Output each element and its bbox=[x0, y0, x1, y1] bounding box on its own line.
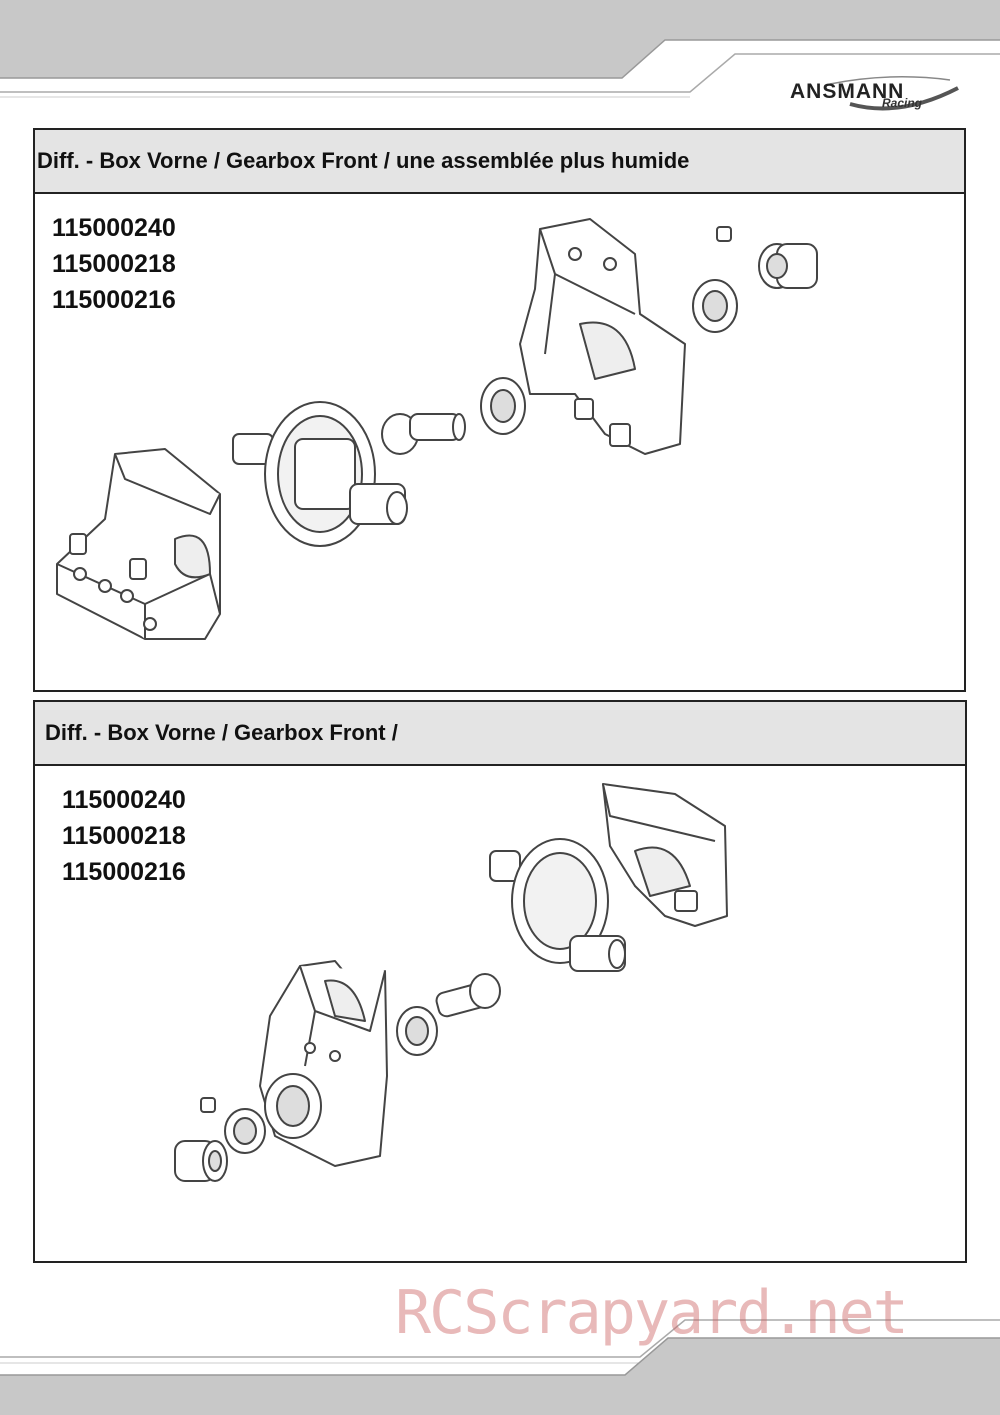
gearbox-housing-drawing bbox=[56, 448, 221, 640]
gearbox-case-drawing bbox=[519, 218, 686, 455]
drive-pin-drawing bbox=[435, 973, 501, 1018]
bearing-drawing bbox=[692, 279, 738, 333]
part-number: 115000240 bbox=[52, 214, 176, 242]
differential-drawing bbox=[489, 838, 626, 972]
footer-band bbox=[0, 1319, 1000, 1415]
part-number: 115000216 bbox=[52, 286, 176, 314]
bearing-drawing bbox=[480, 377, 526, 435]
ansmann-racing-logo: ANSMANN Racing bbox=[790, 74, 960, 124]
drive-pin-drawing bbox=[381, 413, 466, 455]
header-band bbox=[0, 0, 1000, 98]
watermark: RCScrapyard.net bbox=[395, 1278, 909, 1348]
section-title: Diff. - Box Vorne / Gearbox Front / bbox=[35, 702, 965, 766]
bearing-drawing bbox=[396, 1006, 438, 1056]
exploded-view-diagram bbox=[56, 218, 818, 640]
gearbox-case-drawing bbox=[602, 783, 728, 927]
part-number-list: 115000240 115000218 115000216 bbox=[62, 782, 186, 890]
exploded-view-diagram bbox=[174, 783, 728, 1182]
outdrive-drawing bbox=[758, 243, 818, 289]
section-title: Diff. - Box Vorne / Gearbox Front / une … bbox=[35, 130, 964, 194]
gearbox-housing-drawing bbox=[259, 960, 388, 1167]
set-screw-drawing bbox=[200, 1097, 216, 1113]
logo-subtext: Racing bbox=[882, 96, 923, 110]
part-number: 115000216 bbox=[62, 858, 186, 886]
outdrive-drawing bbox=[174, 1140, 228, 1182]
logo-text: ANSMANN bbox=[790, 80, 905, 103]
bearing-drawing bbox=[224, 1108, 266, 1154]
part-number: 115000218 bbox=[62, 822, 186, 850]
section-gearbox-front-assembly: Diff. - Box Vorne / Gearbox Front / une … bbox=[33, 128, 966, 692]
set-screw-drawing bbox=[716, 226, 732, 242]
part-number: 115000240 bbox=[62, 786, 186, 814]
part-number-list: 115000240 115000218 115000216 bbox=[52, 210, 176, 318]
section-gearbox-front: Diff. - Box Vorne / Gearbox Front / 1150… bbox=[33, 700, 967, 1263]
part-number: 115000218 bbox=[52, 250, 176, 278]
differential-drawing bbox=[232, 401, 408, 547]
